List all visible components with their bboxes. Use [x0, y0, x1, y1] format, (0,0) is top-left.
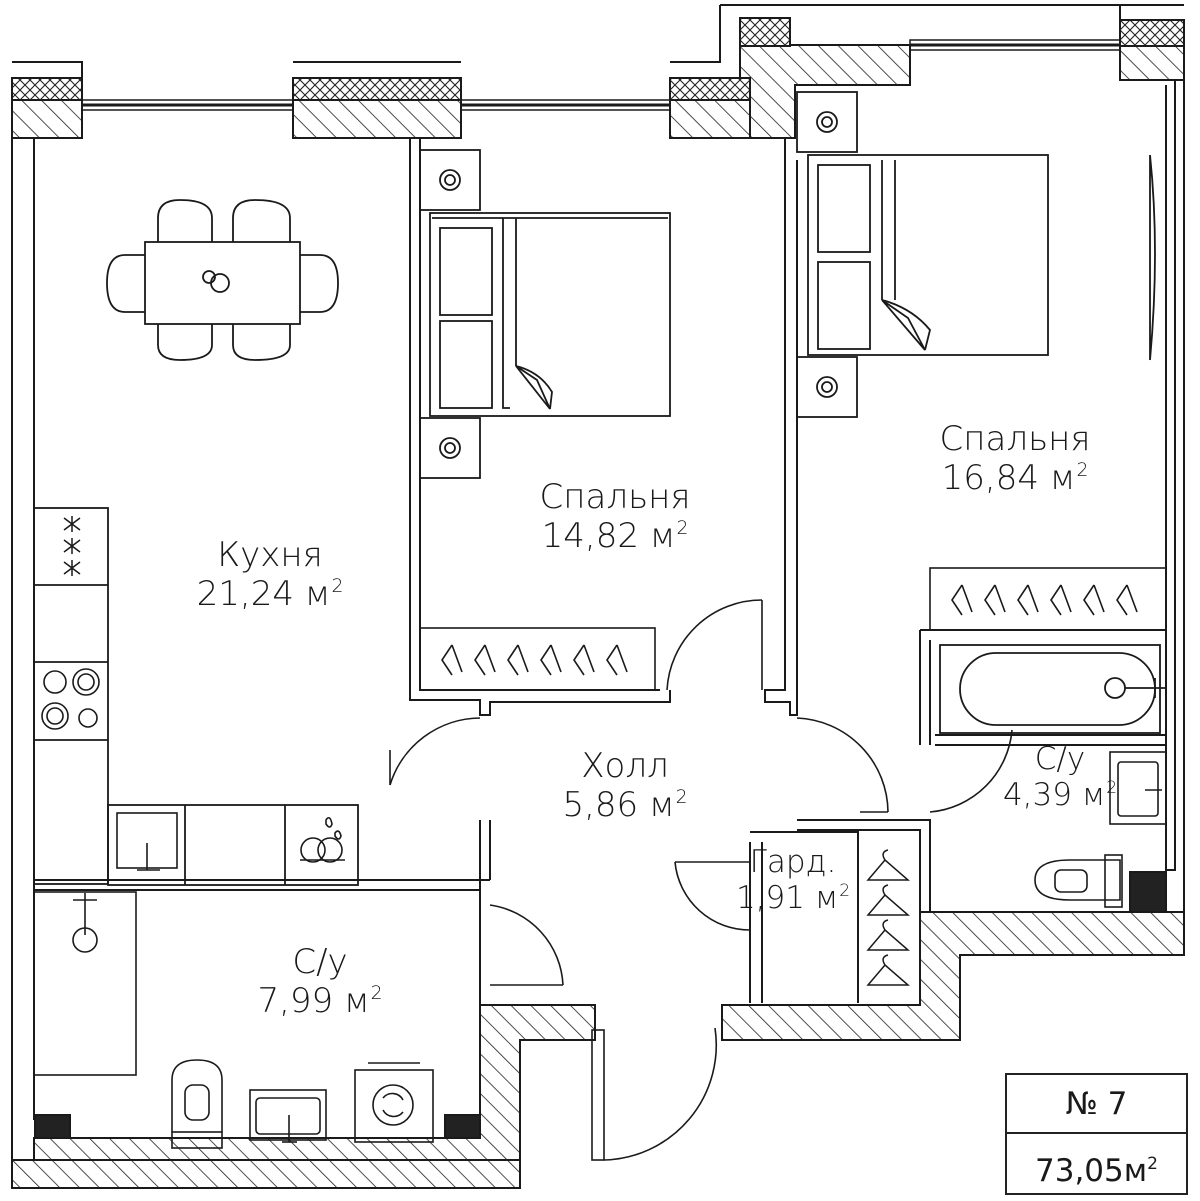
apartment-info-box: № 7 73,05м2: [1005, 1073, 1188, 1195]
area-unit-superscript: 2: [675, 787, 688, 809]
stove-icon: [41, 668, 100, 730]
room-name: Гард.: [749, 844, 837, 880]
total-area-value: 73,05м: [1035, 1152, 1148, 1189]
doors: [389, 599, 1013, 1161]
kitchen-sink-icon: [116, 812, 178, 871]
room-label-bathroom-2: С/у 4,39 м2: [960, 741, 1160, 813]
wardrobe-bedroom-2: [929, 567, 1167, 631]
area-unit-superscript: 2: [1076, 460, 1089, 482]
vent-icon: [63, 516, 81, 576]
wardrobe-bedroom-1: [419, 627, 656, 691]
room-label-kitchen: Кухня 21,24 м2: [150, 535, 390, 615]
room-name: Спальня: [539, 477, 691, 517]
room-label-hall: Холл 5,86 м2: [500, 746, 750, 826]
toilet-icon-1: [171, 1059, 223, 1149]
dining-set-icon: [106, 199, 339, 361]
area-unit-superscript: 2: [331, 576, 344, 598]
kitchen-counter: [33, 507, 359, 886]
area-unit-superscript: 2: [1106, 777, 1118, 798]
room-area: 1,91 м: [735, 879, 839, 916]
windows: [81, 39, 1121, 111]
room-label-wardrobe: Гард. 1,91 м2: [718, 844, 868, 916]
room-area: 16,84 м: [941, 458, 1076, 499]
room-label-bedroom-1: Спальня 14,82 м2: [490, 477, 740, 557]
top-wall: [11, 4, 1185, 139]
area-unit-superscript: 2: [1147, 1154, 1158, 1174]
area-unit-superscript: 2: [370, 983, 383, 1005]
bottom-walls: [11, 80, 1185, 1189]
area-unit-superscript: 2: [839, 880, 851, 901]
room-name: С/у: [1034, 741, 1086, 777]
room-area: 21,24 м: [196, 574, 331, 615]
room-label-bedroom-2: Спальня 16,84 м2: [890, 419, 1140, 499]
toilet-icon-2: [1034, 854, 1123, 908]
room-label-bathroom-1: С/у 7,99 м2: [195, 942, 445, 1022]
bathtub-icon: [939, 644, 1165, 734]
washing-machine-icon: [354, 1062, 434, 1143]
area-unit-superscript: 2: [676, 518, 689, 540]
sink-icon-2: [1109, 751, 1167, 825]
room-name: Кухня: [217, 535, 323, 575]
room-name: С/у: [292, 942, 348, 982]
bed-icon-2: [796, 91, 1156, 418]
room-area: 5,86 м: [562, 785, 675, 826]
apartment-number: № 7: [1007, 1075, 1186, 1134]
bed-icon: [419, 149, 671, 479]
shower-icon: [33, 891, 137, 1076]
room-area: 7,99 м: [257, 981, 370, 1022]
apartment-total-area: 73,05м2: [1007, 1134, 1186, 1194]
room-name: Спальня: [939, 419, 1091, 459]
dishwasher-icon: [300, 816, 345, 863]
room-area: 4,39 м: [1002, 776, 1106, 813]
room-name: Холл: [581, 746, 669, 786]
room-area: 14,82 м: [541, 516, 676, 557]
hanger-icons: [866, 849, 911, 986]
sink-icon-1: [249, 1089, 327, 1143]
